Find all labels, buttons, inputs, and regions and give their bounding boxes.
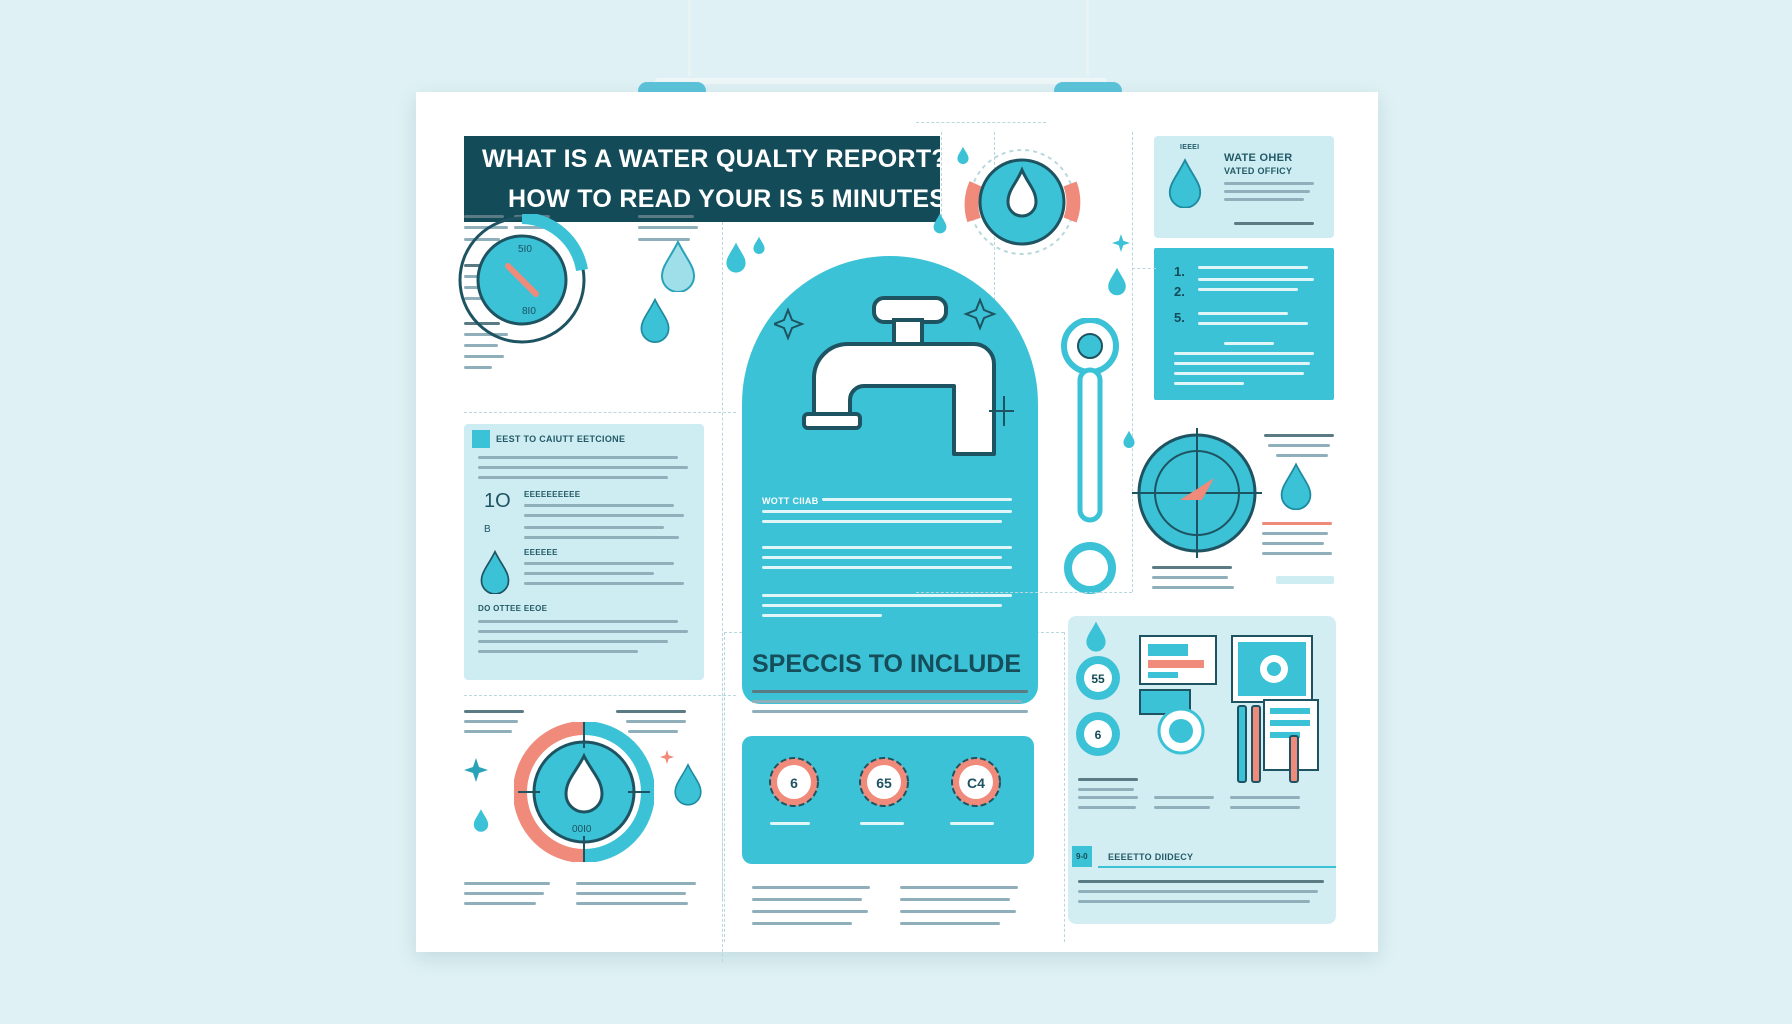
faucet-panel-heading: WOTT CIIAB [762,496,819,506]
sparkle-icon [660,750,674,764]
left-info-panel: EEST TO CAIUTT EETCIONE 1O EEEEEEEEEE B … [464,424,704,680]
water-drop-icon [957,146,969,164]
heading-underline [1098,866,1336,868]
bottom-right-badge-2: 6 [1095,728,1102,742]
water-drop-icon [726,242,746,273]
bottom-right-heading: EEEETTO DIIDECY [1108,852,1194,862]
water-drop-icon [1280,462,1312,510]
badge-icon: 55 [1076,656,1120,700]
specs-badge-panel: 6 65 C4 [742,736,1034,864]
divider [722,638,723,900]
hanger-bar [655,78,1107,84]
list-number-2: 2. [1174,284,1185,299]
left-icon-label-1: 1O [484,490,511,512]
tools-icon [1237,699,1319,783]
left-panel-sub-1: EEEEEEEEEE [524,490,581,499]
sparkle-icon [464,758,488,782]
right-top-heading-2: VATED OFFICY [1224,166,1293,176]
divider [722,222,723,962]
gauge-icon: 5I0 8I0 [458,214,588,344]
panel-badge [472,430,490,448]
divider [724,632,725,942]
left-icon-label-2: B [484,524,491,535]
gauge-upper-label: 5I0 [518,244,532,255]
numbered-list-panel: 1. 2. 5. [1154,248,1334,400]
water-drop-icon [674,763,702,806]
divider [1132,132,1133,592]
document-icon [1139,635,1217,715]
water-drop-icon [1168,158,1202,208]
target-icon [1157,707,1205,755]
right-bottom-panel: 55 6 [1068,616,1336,924]
gauge-icon: 00I0 [514,722,654,862]
gauge-lower-label: 8I0 [522,306,536,317]
divider [916,122,1046,123]
divider [916,592,1132,593]
water-drop-icon [933,213,947,234]
gear-icon: 6 [769,757,819,807]
list-number-3: 5. [1174,310,1185,325]
sparkle-icon [1112,234,1130,252]
bottom-dial-label: 00I0 [572,824,592,835]
spec-badge-1: 6 [790,775,798,791]
chart-panel-icon [1231,635,1313,703]
left-panel-sub-3: DO OTTEE EEOE [478,604,548,613]
title-banner: WHAT IS A WATER QUALTY REPORT? HOW TO RE… [464,136,947,222]
hanger-wire-left [688,0,691,76]
bottom-right-badge: 9-0 [1072,846,1092,867]
water-drop-icon [473,809,489,832]
gear-icon: 65 [859,757,909,807]
title-line-2: HOW TO READ YOUR IS 5 MINUTES [508,185,947,213]
faucet-icon [774,296,1014,456]
bottom-right-badge-1: 55 [1091,672,1105,686]
left-panel-heading: EEST TO CAIUTT EETCIONE [496,434,626,444]
water-drop-icon [1086,621,1106,652]
divider [941,132,942,232]
water-drop-icon [480,550,510,594]
poster: WHAT IS A WATER QUALTY REPORT? HOW TO RE… [416,92,1378,962]
spec-badge-3: C4 [967,775,985,791]
gear-icon: C4 [951,757,1001,807]
right-top-heading-1: WATE OHER [1224,152,1293,164]
left-panel-sub-2: EEEEEE [524,548,558,557]
water-drop-icon [1108,267,1126,296]
hanger-wire-right [1086,0,1089,76]
divider [1132,268,1156,269]
divider [1064,632,1065,942]
right-top-panel: IEEEI WATE OHER VATED OFFICY [1154,136,1334,238]
gear-icon [964,149,1081,255]
title-line-1: WHAT IS A WATER QUALTY REPORT? [482,145,947,173]
spec-badge-2: 65 [876,775,892,791]
water-drop-icon [753,236,765,254]
divider [464,412,736,413]
specs-section-title: SPECCIS TO INCLUDE [752,650,1022,678]
badge-icon: 6 [1076,712,1120,756]
right-top-label: IEEEI [1180,144,1200,151]
faucet-panel: WOTT CIIAB [742,256,1038,704]
water-drop-icon [640,297,670,343]
list-number-1: 1. [1174,264,1185,279]
divider [464,695,736,696]
water-drop-icon [1123,430,1135,448]
water-drop-icon [660,240,696,292]
thermometer-icon [1061,318,1119,594]
compass-icon [1132,428,1262,558]
